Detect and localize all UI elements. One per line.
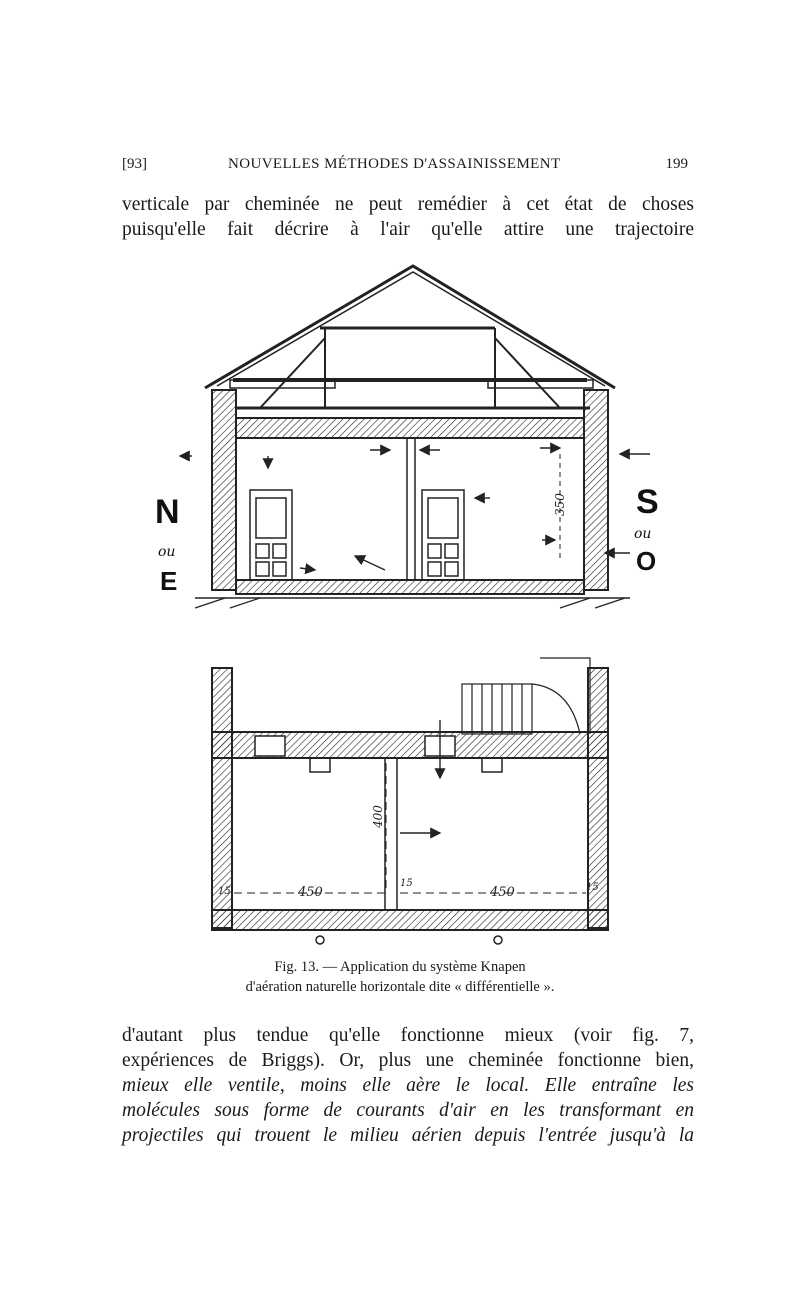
orientation-labels: N ou E S ou O [155, 483, 659, 596]
door-right [421, 489, 465, 581]
italic-text-line: molécules sous forme de courants d'air e… [122, 1100, 694, 1121]
figure-13-ventilation-diagram: N ou E S ou O 350 450 450 400 15 15 15 [155, 264, 659, 945]
plan-wall-bottom [211, 909, 609, 931]
orientation-left-bottom: E [160, 566, 177, 596]
paragraph-bottom: d'autant plus tendue qu'elle fonctionne … [122, 1023, 694, 1148]
text-line: verticale par cheminée ne peut remédier … [122, 194, 694, 215]
page-number: 199 [665, 156, 689, 172]
section-view [178, 264, 650, 609]
roof-truss [204, 264, 616, 410]
dim-wall-right-15: 15 [586, 882, 599, 893]
partition-flue [406, 437, 416, 581]
airflow-arrows [178, 442, 650, 575]
dim-width-right-450: 450 [489, 885, 515, 900]
paragraph-top: verticale par cheminée ne peut remédier … [122, 192, 694, 242]
plan-dimension-lines [234, 763, 586, 894]
wall-left [211, 389, 237, 591]
italic-text-line: mieux elle ventile, moins elle aère le l… [122, 1075, 694, 1096]
orientation-left-middle: ou [158, 544, 175, 560]
wall-right [583, 389, 609, 591]
floor [235, 579, 585, 595]
text-line: puisqu'elle fait décrire à l'air qu'elle… [122, 219, 694, 240]
door-left [249, 489, 293, 581]
orientation-left-top: N [155, 493, 180, 531]
running-title: NOUVELLES MÉTHODES D'ASSAINISSEMENT [228, 156, 561, 172]
orientation-right-top: S [636, 483, 659, 521]
text-line: expériences de Briggs). Or, plus une che… [122, 1050, 694, 1071]
dim-wall-middle-15: 15 [400, 878, 413, 889]
dim-height-350: 350 [553, 493, 567, 516]
dim-width-left-450: 450 [297, 885, 323, 900]
italic-text-line: projectiles qui trouent le milieu aérien… [122, 1125, 694, 1146]
figure-caption-line-1: Fig. 13. — Application du système Knapen [274, 959, 526, 975]
dim-wall-left-15: 15 [218, 886, 231, 897]
dimension-labels: 350 450 450 400 15 15 15 [218, 493, 599, 900]
figure-caption-line-2: d'aération naturelle horizontale dite « … [245, 979, 555, 995]
section-number: [93] [122, 156, 147, 172]
text-line: d'autant plus tendue qu'elle fonctionne … [122, 1025, 694, 1046]
ceiling [235, 417, 585, 439]
orientation-right-bottom: O [636, 546, 656, 576]
staircase [461, 657, 591, 735]
orientation-right-middle: ou [634, 526, 651, 542]
running-head: [93] NOUVELLES MÉTHODES D'ASSAINISSEMENT… [122, 156, 688, 180]
plan-view [211, 657, 609, 945]
dim-depth-400: 400 [371, 805, 385, 829]
plan-partition [384, 757, 398, 911]
